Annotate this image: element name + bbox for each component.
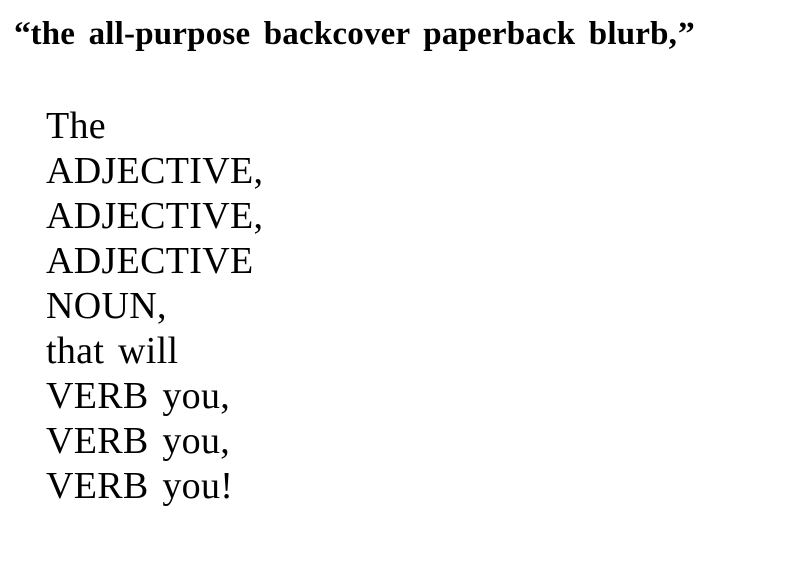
verse-line-8: VERB you, — [46, 420, 231, 462]
verse-line-5: NOUN, — [46, 285, 167, 327]
close-quote-mark: ’’ — [677, 16, 696, 52]
verse-line-1: The — [46, 105, 106, 147]
page-title: ‘‘the all-purpose backcover paperback bl… — [13, 14, 791, 54]
verse-line-6: that will — [46, 330, 179, 372]
page-title-text: the all-purpose backcover paperback blur… — [30, 16, 678, 52]
open-quote-mark: ‘‘ — [13, 16, 32, 52]
verse-line-4: ADJECTIVE — [46, 240, 254, 282]
verse-line-9: VERB you! — [46, 465, 234, 507]
verse-block: The ADJECTIVE, ADJECTIVE, ADJECTIVE NOUN… — [46, 104, 666, 509]
verse-line-2: ADJECTIVE, — [46, 150, 264, 192]
verse-line-7: VERB you, — [46, 375, 231, 417]
verse-line-3: ADJECTIVE, — [46, 195, 264, 237]
